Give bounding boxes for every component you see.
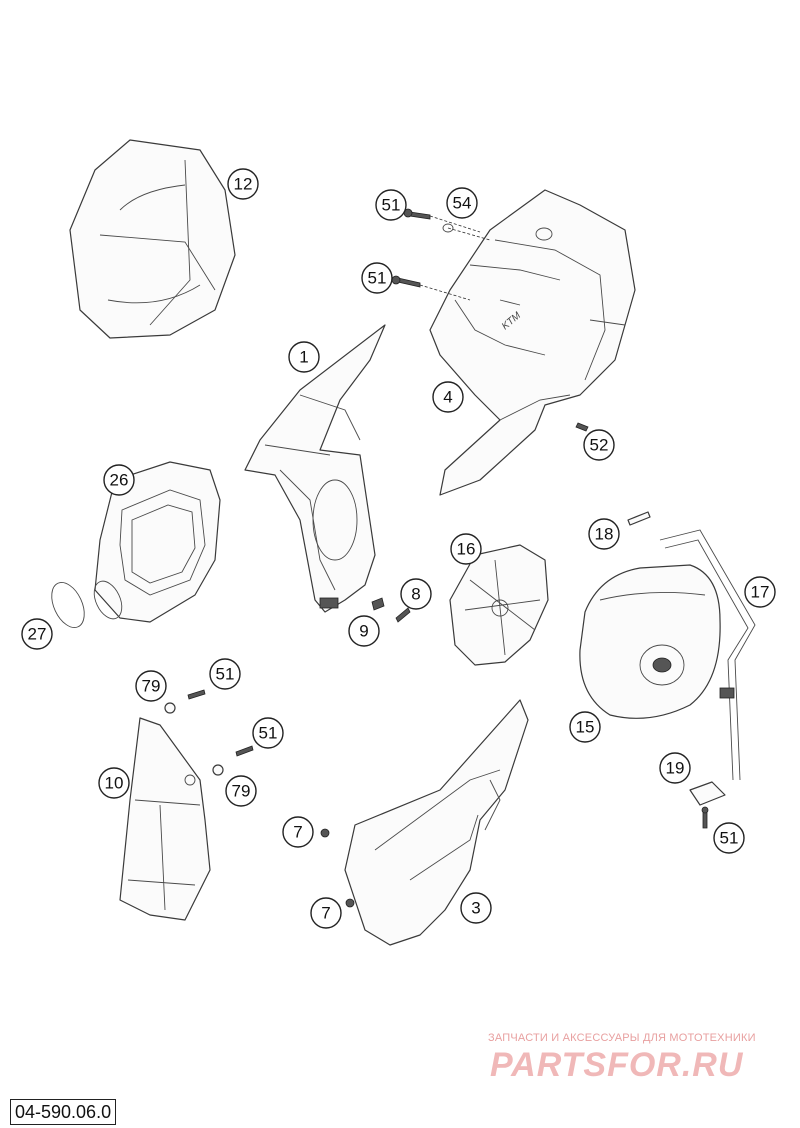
watermark-logo: PARTSFOR.RU [490,1046,744,1084]
callout-51-top: 51 [375,189,407,221]
svg-text:17: 17 [751,583,770,602]
air-filter-foam-part [69,139,236,339]
airbox-part: KTM [429,189,636,496]
bracket-wire-part [659,529,756,781]
fastener-9 [371,597,385,611]
svg-text:51: 51 [368,269,387,288]
callout-1: 1 [288,341,320,373]
hose-clamp-part [51,580,123,628]
callout-51-left-top: 51 [209,658,241,690]
svg-text:15: 15 [576,718,595,737]
svg-text:27: 27 [28,625,47,644]
filter-cage-part [449,544,549,666]
filter-frame-part [244,324,386,613]
callout-52: 52 [583,429,615,461]
svg-text:51: 51 [216,665,235,684]
fastener-7a [320,828,330,838]
callout-26: 26 [103,464,135,496]
svg-text:19: 19 [666,759,685,778]
callout-51-right: 51 [713,822,745,854]
callout-27: 27 [21,618,53,650]
fastener-bolt-51b [391,275,421,288]
intake-cap-part [579,564,721,719]
fastener-bolt-51a [403,208,431,220]
svg-text:18: 18 [595,525,614,544]
callout-8: 8 [400,578,432,610]
svg-text:52: 52 [590,436,609,455]
callout-51-second: 51 [361,262,393,294]
fastener-bolt-51c [187,689,206,700]
svg-text:7: 7 [293,823,302,842]
svg-text:54: 54 [453,194,472,213]
svg-text:1: 1 [299,348,308,367]
callout-54: 54 [446,187,478,219]
svg-text:12: 12 [234,175,253,194]
svg-text:9: 9 [359,622,368,641]
callout-7-bottom: 7 [310,897,342,929]
svg-text:51: 51 [259,724,278,743]
fastener-7b [345,898,355,908]
svg-text:4: 4 [443,388,452,407]
svg-text:51: 51 [382,196,401,215]
nut-79a [164,702,176,714]
callout-9: 9 [348,615,380,647]
side-cover-part [344,699,529,946]
watermark-tagline: ЗАПЧАСТИ И АКСЕССУАРЫ ДЛЯ МОТОТЕХНИКИ [488,1032,756,1044]
callout-79-top: 79 [135,670,167,702]
washer-54 [442,223,454,233]
svg-text:7: 7 [321,904,330,923]
callout-19: 19 [659,752,691,784]
callout-79-bottom: 79 [225,775,257,807]
nut-79b [212,764,224,776]
callout-18: 18 [588,518,620,550]
fastener-8 [395,607,411,623]
callout-16: 16 [450,533,482,565]
fastener-bolt-52 [575,422,589,432]
callout-17: 17 [744,576,776,608]
fastener-bolt-51e [701,806,709,829]
svg-text:79: 79 [232,782,251,801]
callout-4: 4 [432,381,464,413]
svg-text:16: 16 [457,540,476,559]
fastener-bolt-51d [235,745,254,757]
callout-10: 10 [98,767,130,799]
svg-text:51: 51 [720,829,739,848]
callout-3: 3 [460,892,492,924]
pin-part [627,511,651,526]
svg-text:79: 79 [142,677,161,696]
callout-51-left-mid: 51 [252,717,284,749]
svg-text:8: 8 [411,585,420,604]
callout-7-top: 7 [282,816,314,848]
svg-text:3: 3 [471,899,480,918]
leader-lines [419,215,491,301]
callout-12: 12 [227,168,259,200]
side-duct-part [119,717,211,921]
clip-part [689,781,726,806]
svg-text:10: 10 [105,774,124,793]
intake-sleeve-part [94,461,221,623]
svg-text:26: 26 [110,471,129,490]
diagram-code-label: 04-590.06.0 [10,1099,117,1125]
callout-15: 15 [569,711,601,743]
